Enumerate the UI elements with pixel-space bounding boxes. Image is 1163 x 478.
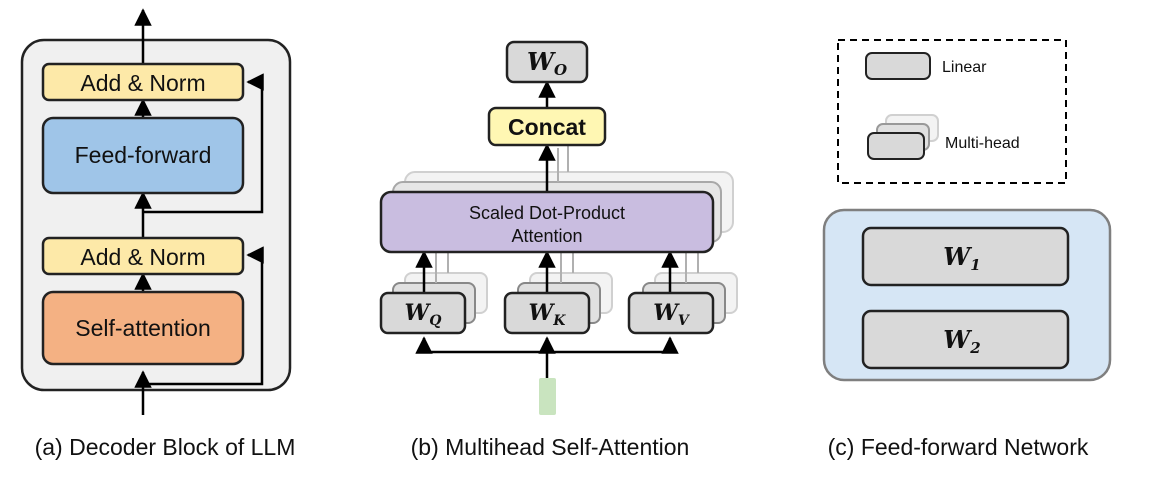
- multihead-attention-panel: WO Concat Scaled Dot-Product Attention W…: [379, 40, 738, 460]
- decoder-block-panel: Add & Norm Feed-forward Add & Norm Self-…: [20, 8, 296, 460]
- wq-box: [379, 291, 467, 335]
- wk-box: [503, 291, 591, 335]
- attention-connectors: [415, 80, 679, 378]
- input-token: [539, 378, 556, 415]
- caption-b: (b) Multihead Self-Attention: [411, 434, 690, 460]
- scaled-dot-product-attention-box: [379, 190, 715, 254]
- wo-label: WO: [527, 47, 567, 79]
- wo-box: [505, 40, 589, 84]
- add-norm-bottom-box: [41, 236, 245, 276]
- w2-label: W2: [943, 325, 980, 357]
- wk-label: WK: [529, 300, 567, 329]
- legend-box: [837, 39, 1067, 184]
- legend-multihead-label: Multi-head: [945, 135, 1020, 152]
- wq-label: WQ: [405, 300, 442, 329]
- legend-multihead-front: [867, 132, 925, 160]
- self-attention-label: Self-attention: [75, 315, 211, 341]
- concat-box: [487, 106, 607, 147]
- decoder-block-connectors: [134, 8, 264, 415]
- w2-box: [861, 309, 1070, 370]
- caption-c: (c) Feed-forward Network: [828, 434, 1089, 460]
- concat-label: Concat: [508, 114, 586, 140]
- caption-a: (a) Decoder Block of LLM: [35, 434, 296, 460]
- attention-label-line1: Scaled Dot-Product: [469, 203, 625, 223]
- add-norm-top-box: [41, 62, 245, 102]
- add-norm-top-label: Add & Norm: [80, 70, 205, 96]
- legend-linear-swatch: [865, 52, 931, 80]
- wv-label: WV: [653, 300, 691, 329]
- legend-linear-label: Linear: [942, 59, 987, 76]
- w1-box: [861, 226, 1070, 287]
- feed-forward-label: Feed-forward: [75, 142, 212, 168]
- add-norm-bottom-label: Add & Norm: [80, 244, 205, 270]
- feed-forward-box: [41, 116, 245, 195]
- attention-label-line2: Attention: [511, 226, 582, 246]
- w1-label: W1: [943, 242, 980, 274]
- wv-box: [627, 291, 715, 335]
- feed-forward-network-panel: Linear Multi-head W1 W2 (c) Feed-forward…: [822, 39, 1112, 460]
- self-attention-box: [41, 290, 245, 366]
